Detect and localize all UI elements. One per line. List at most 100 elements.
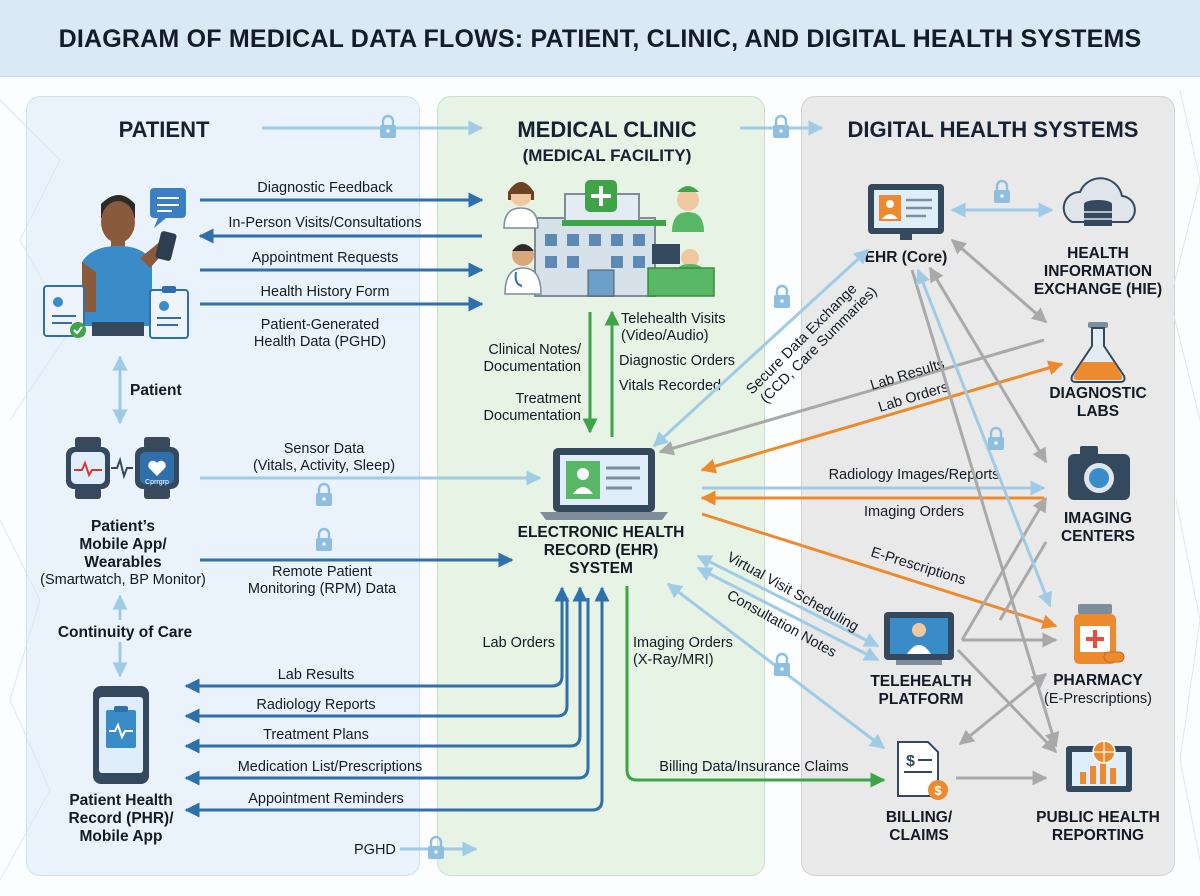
continuity-label-bg [60, 620, 188, 642]
lock-icon [314, 527, 334, 553]
wearable-label-2: Mobile App/ [79, 536, 167, 553]
lock-icon [992, 179, 1012, 205]
public-health-label-1: PUBLIC HEALTH [1036, 809, 1160, 826]
lab-results-phr-label: Lab Results [278, 667, 355, 683]
wearable-label-4: (Smartwatch, BP Monitor) [40, 572, 206, 588]
wearable-label-1: Patient’s [91, 518, 155, 535]
lock-icon [378, 114, 398, 140]
treatment-doc-label-1: Treatment [515, 391, 581, 407]
appointment-reminders-arrow [184, 586, 610, 818]
health-history-label: Health History Form [261, 284, 390, 300]
wearable-label-3: Wearables [84, 554, 161, 571]
diagnostic-feedback-label: Diagnostic Feedback [257, 180, 393, 196]
pghd-label-2: Health Data (PGHD) [254, 334, 386, 350]
medication-list-label: Medication List/Prescriptions [238, 759, 423, 775]
camera-icon [1068, 446, 1130, 500]
phr-label-2: Record (PHR)/ [68, 810, 174, 827]
treatment-plans-label: Treatment Plans [263, 727, 369, 743]
smartwatch-icon [66, 437, 110, 499]
pulse-line [111, 456, 133, 480]
billing-label-2: CLAIMS [889, 827, 948, 844]
hie-label-1: HEALTH [1067, 245, 1129, 262]
watch-screen-text: Cprrgrp [145, 479, 169, 486]
nurse-icon [672, 186, 704, 232]
billing-label-1: BILLING/ [886, 809, 953, 826]
patient-column-header: PATIENT [119, 117, 210, 142]
billing-data-label: Billing Data/Insurance Claims [659, 759, 848, 775]
lock-icon [771, 114, 791, 140]
treatment-doc-label-2: Documentation [483, 408, 581, 424]
phr-label-3: Mobile App [80, 828, 163, 845]
smartwatch-icon [135, 437, 179, 499]
ehr-label-1: ELECTRONIC HEALTH [518, 524, 685, 541]
lock-icon [426, 835, 446, 861]
radiology-reports-label: Radiology Reports [256, 697, 375, 713]
lock-icon [986, 426, 1006, 452]
digital-column-header: DIGITAL HEALTH SYSTEMS [848, 117, 1139, 142]
medication-list-arrow [184, 598, 590, 786]
billing-data-arrow [625, 586, 886, 788]
imaging-label-1: IMAGING [1064, 510, 1132, 527]
lab-orders-clinic-label: Lab Orders [482, 635, 555, 651]
phr-label-1: Patient Health [69, 792, 172, 809]
telehealth-label-1: TELEHEALTH [870, 673, 971, 690]
svg-text:$: $ [906, 753, 915, 770]
appointment-requests-label: Appointment Requests [252, 250, 399, 266]
imaging-orders-label-2: (X-Ray/MRI) [633, 652, 714, 668]
telehealth-label-2: PLATFORM [879, 691, 964, 708]
lock-icon [772, 284, 792, 310]
billing-document-icon: $ $ [897, 741, 948, 800]
ehr-core-label: EHR (Core) [865, 249, 948, 266]
rpm-label-2: Monitoring (RPM) Data [248, 581, 397, 597]
telehealth-visits-label-1: Telehealth Visits [621, 311, 726, 327]
public-health-monitor-icon [1066, 740, 1132, 792]
clipboard-icon [43, 285, 86, 338]
pharmacy-label-1: PHARMACY [1053, 672, 1143, 689]
secure-exchange-label-1: Secure Data Exchange [744, 281, 861, 398]
reception-desk-icon [647, 244, 715, 297]
svg-text:$: $ [934, 783, 942, 798]
patient-person-icon [82, 188, 186, 336]
clipboard-icon [149, 286, 189, 339]
ehr-label-3: SYSTEM [569, 560, 633, 577]
clinical-notes-label-1: Clinical Notes/ [488, 342, 582, 358]
ehr-laptop-icon [540, 448, 668, 520]
clinic-column-header: MEDICAL CLINIC [517, 117, 696, 142]
imaging-orders-label-1: Imaging Orders [633, 635, 733, 651]
clinical-notes-label-2: Documentation [483, 359, 581, 375]
diagnostic-orders-label: Diagnostic Orders [619, 353, 735, 369]
pghd-bottom-label: PGHD [354, 842, 396, 858]
sensor-data-label-2: (Vitals, Activity, Sleep) [253, 458, 395, 474]
appointment-reminders-label: Appointment Reminders [248, 791, 404, 807]
rpm-label-1: Remote Patient [272, 564, 372, 580]
phone-icon [93, 686, 149, 784]
labs-label-2: LABS [1077, 403, 1119, 420]
hie-label-3: EXCHANGE (HIE) [1034, 281, 1162, 298]
pill-bottle-icon [1074, 604, 1125, 664]
imaging-label-2: CENTERS [1061, 528, 1135, 545]
lock-icon [772, 652, 792, 678]
lock-icon [314, 482, 334, 508]
doctor-female-icon [503, 182, 539, 229]
patient-label: Patient [130, 382, 182, 399]
sensor-data-label-1: Sensor Data [284, 441, 366, 457]
ehr-label-2: RECORD (EHR) [544, 542, 659, 559]
secure-data-exchange-arrow [652, 248, 870, 448]
title-bar: DIAGRAM OF MEDICAL DATA FLOWS: PATIENT, … [0, 0, 1200, 77]
doctor-male-icon [504, 244, 542, 295]
in-person-visits-label: In-Person Visits/Consultations [228, 215, 421, 231]
flask-icon [1070, 322, 1126, 383]
continuity-of-care-label: Continuity of Care [58, 624, 193, 641]
ehr-core-pharmacy-arrow [915, 268, 1053, 608]
radiology-reports-arrow [184, 598, 569, 724]
page-title: DIAGRAM OF MEDICAL DATA FLOWS: PATIENT, … [58, 25, 1142, 53]
vitals-recorded-label: Vitals Recorded [619, 378, 721, 394]
telehealth-visits-label-2: (Video/Audio) [621, 328, 709, 344]
background-network [0, 89, 1200, 881]
public-health-label-2: REPORTING [1052, 827, 1144, 844]
imaging-orders-digital-label: Imaging Orders [864, 504, 964, 520]
hie-label-2: INFORMATION [1044, 263, 1152, 280]
hospital-icon [534, 180, 666, 297]
pghd-label-1: Patient-Generated [261, 317, 380, 333]
